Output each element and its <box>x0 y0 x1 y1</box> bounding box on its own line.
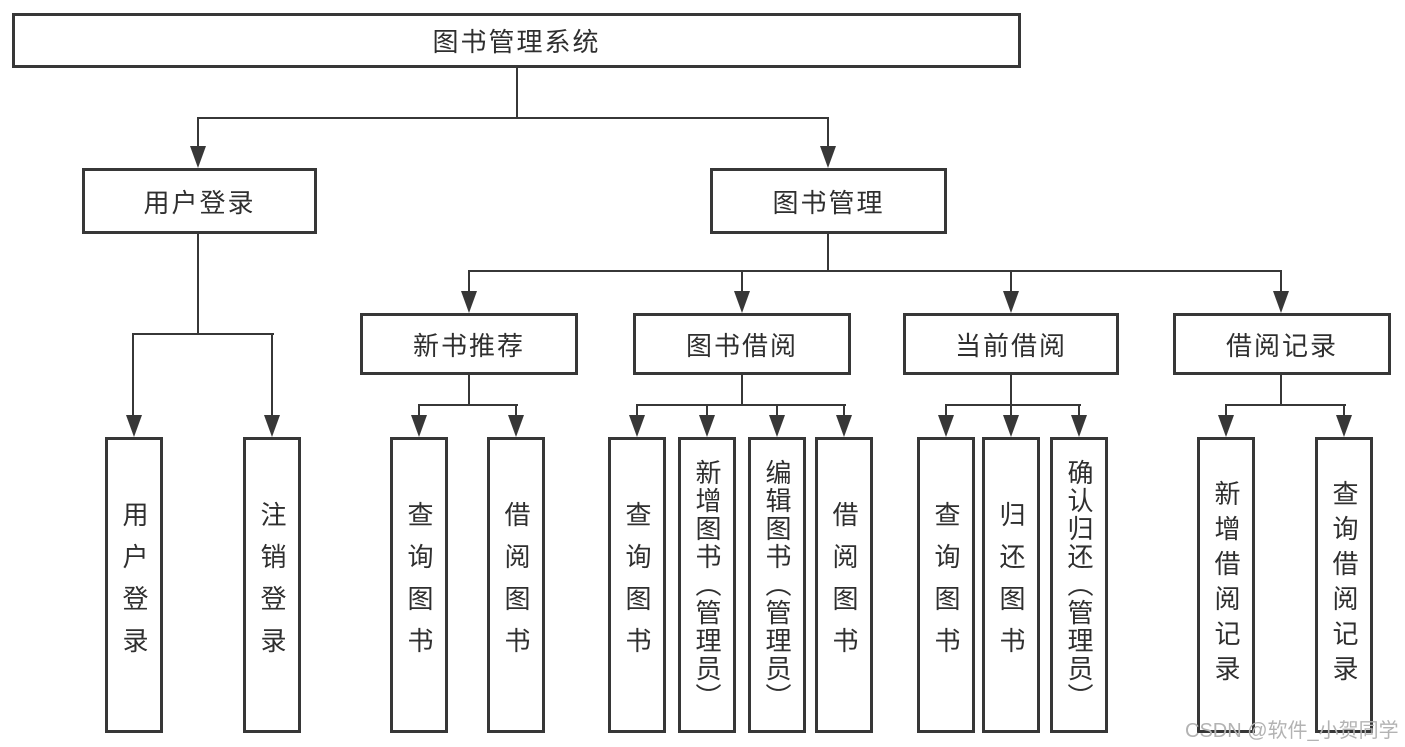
leaf-edit-book-admin-label: 编辑图书（管理员） <box>762 459 792 711</box>
leaf-logout: 注销登录 <box>243 437 301 733</box>
connector-line <box>636 404 846 406</box>
watermark: CSDN @软件_小贺同学 <box>1185 720 1399 742</box>
connector-line <box>1010 404 1012 417</box>
connector-line <box>827 234 829 272</box>
leaf-query-borrow-record-label: 查询借阅记录 <box>1329 480 1359 690</box>
arrowhead-down-icon <box>1071 415 1087 437</box>
node-current-borrowing-label: 当前借阅 <box>954 330 1067 361</box>
node-borrowing-records: 借阅记录 <box>1173 313 1391 375</box>
connector-line <box>843 404 845 417</box>
connector-line <box>1225 404 1227 417</box>
arrowhead-down-icon <box>836 415 852 437</box>
connector-line <box>1343 404 1345 417</box>
leaf-add-book-admin: 新增图书（管理员） <box>678 437 736 733</box>
connector-line <box>1280 270 1282 293</box>
connector-line <box>776 404 778 417</box>
node-user-login-label: 用户登录 <box>143 187 256 218</box>
leaf-query-books-current-label: 查询图书 <box>931 501 961 669</box>
leaf-logout-label: 注销登录 <box>257 501 287 669</box>
connector-line <box>197 117 199 149</box>
connector-line <box>945 404 1081 406</box>
connector-line <box>516 68 518 118</box>
connector-line <box>132 333 274 335</box>
connector-line <box>515 404 517 417</box>
leaf-query-books-recommend: 查询图书 <box>390 437 448 733</box>
leaf-edit-book-admin: 编辑图书（管理员） <box>748 437 806 733</box>
leaf-return-book-label: 归还图书 <box>996 501 1026 669</box>
node-current-borrowing: 当前借阅 <box>903 313 1119 375</box>
connector-line <box>132 333 134 417</box>
arrowhead-down-icon <box>411 415 427 437</box>
arrowhead-down-icon <box>629 415 645 437</box>
arrowhead-down-icon <box>1003 415 1019 437</box>
arrowhead-down-icon <box>126 415 142 437</box>
leaf-borrow-books-borrowing-label: 借阅图书 <box>829 501 859 669</box>
connector-line <box>418 404 420 417</box>
arrowhead-down-icon <box>1003 291 1019 313</box>
connector-line <box>1078 404 1080 417</box>
node-book-borrowing-label: 图书借阅 <box>685 330 798 361</box>
leaf-borrow-books-borrowing: 借阅图书 <box>815 437 873 733</box>
connector-line <box>418 404 518 406</box>
node-book-borrowing: 图书借阅 <box>633 313 851 375</box>
connector-line <box>468 270 470 293</box>
leaf-query-books-recommend-label: 查询图书 <box>404 501 434 669</box>
arrowhead-down-icon <box>699 415 715 437</box>
arrowhead-down-icon <box>1336 415 1352 437</box>
connector-line <box>1280 375 1282 406</box>
connector-line <box>1225 404 1346 406</box>
arrowhead-down-icon <box>820 146 836 168</box>
arrowhead-down-icon <box>264 415 280 437</box>
leaf-borrow-books-recommend: 借阅图书 <box>487 437 545 733</box>
node-new-book-recommendation-label: 新书推荐 <box>412 330 525 361</box>
leaf-user-login-label: 用户登录 <box>119 501 149 669</box>
node-user-login: 用户登录 <box>82 168 317 234</box>
connector-line <box>468 375 470 406</box>
node-book-management: 图书管理 <box>710 168 947 234</box>
node-root: 图书管理系统 <box>12 13 1021 68</box>
connector-line <box>636 404 638 417</box>
connector-line <box>271 333 273 417</box>
arrowhead-down-icon <box>938 415 954 437</box>
leaf-return-book: 归还图书 <box>982 437 1040 733</box>
leaf-user-login: 用户登录 <box>105 437 163 733</box>
connector-line <box>741 375 743 406</box>
connector-line <box>741 270 743 293</box>
connector-line <box>468 270 1282 272</box>
leaf-query-books-borrowing-label: 查询图书 <box>622 501 652 669</box>
node-new-book-recommendation: 新书推荐 <box>360 313 578 375</box>
leaf-confirm-return-admin: 确认归还（管理员） <box>1050 437 1108 733</box>
arrowhead-down-icon <box>508 415 524 437</box>
leaf-query-books-current: 查询图书 <box>917 437 975 733</box>
leaf-add-borrow-record-label: 新增借阅记录 <box>1211 480 1241 690</box>
leaf-borrow-books-recommend-label: 借阅图书 <box>501 501 531 669</box>
leaf-add-borrow-record: 新增借阅记录 <box>1197 437 1255 733</box>
node-root-label: 图书管理系统 <box>432 27 601 57</box>
arrowhead-down-icon <box>190 146 206 168</box>
node-borrowing-records-label: 借阅记录 <box>1225 330 1338 361</box>
arrowhead-down-icon <box>734 291 750 313</box>
connector-line <box>706 404 708 417</box>
arrowhead-down-icon <box>461 291 477 313</box>
node-book-management-label: 图书管理 <box>772 187 885 218</box>
connector-line <box>197 117 829 119</box>
leaf-query-borrow-record: 查询借阅记录 <box>1315 437 1373 733</box>
connector-line <box>1010 270 1012 293</box>
arrowhead-down-icon <box>1273 291 1289 313</box>
leaf-add-book-admin-label: 新增图书（管理员） <box>692 459 722 711</box>
connector-line <box>197 234 199 335</box>
connector-line <box>827 117 829 149</box>
connector-line <box>1010 375 1012 406</box>
arrowhead-down-icon <box>769 415 785 437</box>
connector-line <box>945 404 947 417</box>
leaf-query-books-borrowing: 查询图书 <box>608 437 666 733</box>
leaf-confirm-return-admin-label: 确认归还（管理员） <box>1064 459 1094 711</box>
arrowhead-down-icon <box>1218 415 1234 437</box>
